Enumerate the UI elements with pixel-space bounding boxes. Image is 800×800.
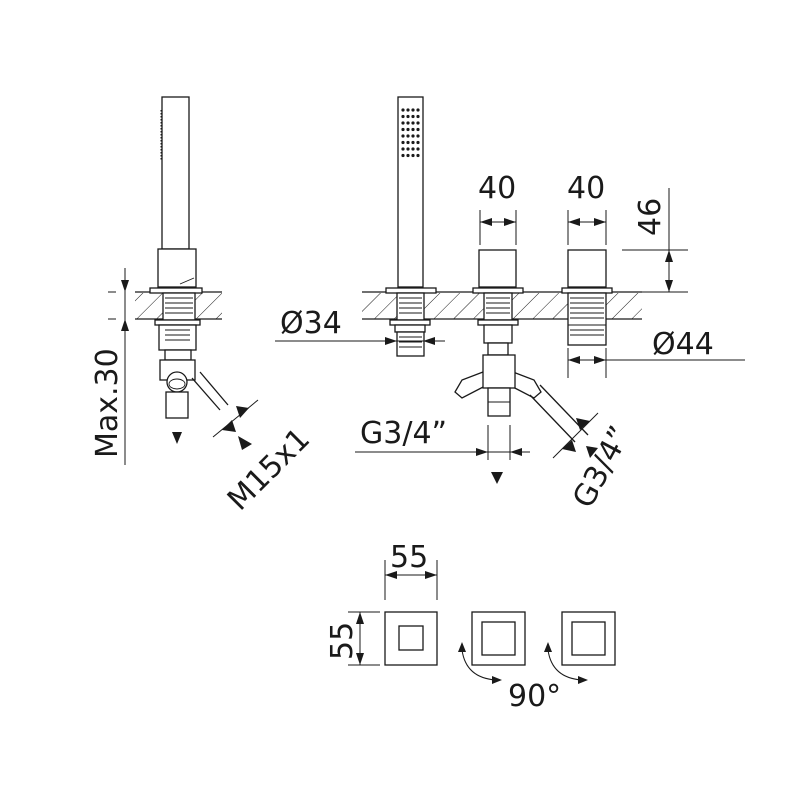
- nozzle-dot: [416, 153, 420, 158]
- nozzle-dot: [401, 153, 405, 158]
- square-plate-2: [471, 611, 526, 666]
- nozzle-dot: [401, 108, 405, 112]
- nozzle-dot: [401, 134, 405, 138]
- outlet-thread-label: G3/4”: [360, 416, 447, 451]
- hand-shower: [161, 96, 190, 250]
- thread-m15-label: M15x1: [221, 422, 317, 518]
- nozzle-dot: [406, 108, 410, 112]
- nozzle-dot: [416, 134, 420, 138]
- nozzle-dot: [401, 127, 405, 132]
- nozzle-dot: [406, 114, 410, 119]
- spray-nozzles: [401, 108, 420, 158]
- square-plate-3: [561, 611, 616, 666]
- nozzle-dot: [406, 134, 410, 138]
- nozzle-dot: [411, 147, 415, 151]
- hand-shower-diameter-label: Ø34: [280, 306, 342, 341]
- rotation-arrow-icon: [547, 649, 583, 681]
- nozzle-dot: [416, 140, 420, 145]
- nozzle-dot: [406, 121, 410, 125]
- nozzle-dot: [411, 153, 415, 158]
- nozzle-dot: [406, 127, 410, 132]
- nozzle-dot: [416, 114, 420, 119]
- rotation-label: 90°: [508, 679, 561, 714]
- nozzle-dot: [401, 140, 405, 145]
- max-depth-label: Max.30: [90, 348, 125, 458]
- mixer-knob: [567, 249, 607, 288]
- nozzle-dot: [416, 127, 420, 132]
- nozzle-dot: [406, 153, 410, 158]
- nozzle-dot: [416, 147, 420, 151]
- knob-height-label: 46: [633, 198, 668, 236]
- top-width-label: 55: [390, 540, 428, 575]
- square-plate-1: [384, 611, 438, 666]
- rotation-arrow-icon: [461, 649, 497, 681]
- nozzle-dot: [411, 140, 415, 145]
- nozzle-dot: [411, 121, 415, 125]
- flow-arrow-icon: [491, 472, 503, 484]
- knob1-width-label: 40: [478, 171, 516, 206]
- body-diameter-label: Ø44: [652, 327, 714, 362]
- nozzle-dot: [411, 114, 415, 119]
- nozzle-dot: [411, 134, 415, 138]
- nozzle-dot: [416, 121, 420, 125]
- diverter-knob: [478, 249, 517, 288]
- nozzle-dot: [411, 127, 415, 132]
- nozzle-dot: [406, 147, 410, 151]
- flow-arrow-icon: [172, 432, 182, 444]
- front-view: Ø34 40 G3/4” G3/4”: [275, 96, 745, 514]
- nozzle-dot: [401, 121, 405, 125]
- top-view: 55 55 90°: [325, 540, 616, 714]
- nozzle-dot: [401, 114, 405, 119]
- nozzle-dot: [401, 147, 405, 151]
- nozzle-dot: [406, 140, 410, 145]
- hand-shower-front: [397, 96, 424, 288]
- top-height-label: 55: [325, 622, 360, 660]
- nozzle-dot: [411, 108, 415, 112]
- nozzle-dot: [416, 108, 420, 112]
- knob2-width-label: 40: [567, 171, 605, 206]
